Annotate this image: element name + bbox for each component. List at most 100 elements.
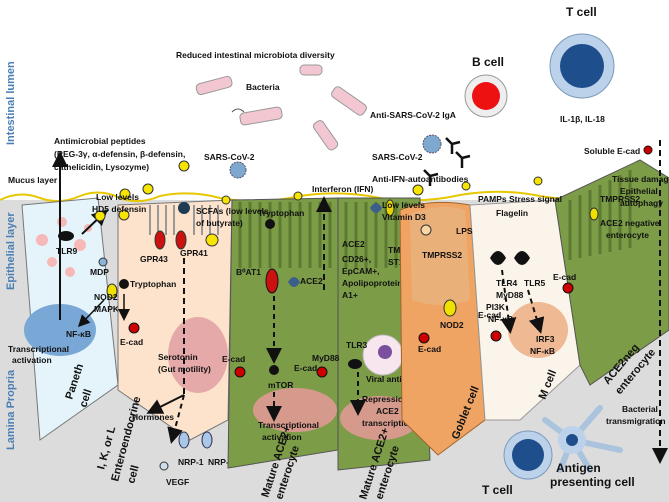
label-soluble-ecad: Soluble E-cad [584, 146, 640, 156]
arrow-tlr4-irf3 [500, 269, 517, 334]
label-microbiota: Reduced intestinal microbiota diversity [176, 50, 335, 60]
arrow-nod2-nfkb [77, 299, 105, 328]
label-tlr4: TLR4 [496, 278, 518, 288]
label-viral: Viral antigen [366, 374, 417, 384]
label-tlr5: TLR5 [524, 278, 546, 288]
label-b-cell: B cell [472, 55, 504, 69]
label-myd88: MyD88 [312, 353, 340, 363]
label-mature1-trans2: activation [262, 432, 302, 442]
label-mature1-ecad: E-cad [222, 354, 245, 364]
label-tlr3: TLR3 [346, 340, 368, 350]
label-tissue3: autophagy [620, 198, 663, 208]
label-mature2-ecad-a: E-cad [294, 363, 317, 373]
label-bacteria: Bacteria [246, 82, 280, 92]
label-nrp2: NRP-2 [208, 457, 234, 467]
ace2-receptor-2 [370, 203, 382, 213]
label-ee-tryptophan: Tryptophan [130, 279, 176, 289]
tlr9-receptor [58, 231, 74, 241]
gpr43-receptor [154, 230, 166, 250]
vegf-dot [159, 461, 169, 471]
label-bacterial1: Bacterial [622, 404, 658, 414]
label-il: IL-1β, IL-18 [560, 114, 605, 124]
label-amp3: cathelicidin, Lysozyme) [54, 162, 149, 172]
label-vitd2: Vitamin D3 [382, 212, 426, 222]
label-rep2: ACE2 [376, 406, 399, 416]
tmprss2-top-marker [589, 207, 599, 221]
label-anti-ifn: Anti-IFN-autoantibodies [372, 174, 469, 184]
label-vegf: VEGF [166, 477, 189, 487]
tlr3-receptor [348, 359, 362, 369]
nod2-receptor [106, 283, 118, 299]
tryptophan-dot [265, 219, 275, 229]
tlr4-receptor [490, 251, 506, 265]
label-mature1-trans1: Transcriptional [258, 420, 319, 430]
label-mc-myd88: MyD88 [496, 290, 524, 300]
label-markers3: Apolipoprotein [342, 278, 402, 288]
tlr5-receptor [514, 251, 530, 265]
b-cell-nucleus [472, 82, 500, 110]
label-gpr43: GPR43 [140, 254, 168, 264]
label-scfa1: SCFAs (low levels [196, 206, 269, 216]
label-nfkb: NF-κB [66, 329, 91, 339]
nrp2-receptor [201, 431, 213, 449]
scfa-ligand [178, 202, 190, 214]
label-tmprss2-top: TMPRSS2 [600, 194, 640, 204]
label-goblet-nod2: NOD2 [440, 320, 464, 330]
region-lumen: Intestinal lumen [5, 61, 17, 145]
neg-ecad-dot [562, 282, 574, 294]
label-st14: ST14 [388, 257, 409, 267]
goblet-nod2 [443, 299, 457, 317]
t-cell-top-nucleus [560, 44, 604, 88]
soluble-ecad-dot [643, 145, 653, 155]
label-gpr41: GPR41 [180, 248, 208, 258]
label-rep1: Repression of [362, 394, 419, 404]
mcell-ecad-dot [490, 330, 502, 342]
ace2neg-enterocyte [554, 159, 669, 386]
mucus-dots [119, 176, 543, 205]
vitd-dot [420, 224, 432, 236]
label-mc-nfkb2: NF-κB [530, 346, 555, 356]
label-t-cell-bottom: T cell [482, 483, 513, 497]
bacteria-group [195, 64, 367, 151]
label-flagelin: Flagelin [496, 208, 528, 218]
ee-name3: cell [125, 464, 141, 485]
label-neg2: enterocyte [606, 230, 649, 240]
label-nod2: NOD2 [94, 292, 118, 302]
apc-nucleus [566, 434, 578, 446]
label-lps: LPS [456, 226, 473, 236]
label-mcell-ecad: E-cad [478, 310, 501, 320]
label-mapk: MAPK [94, 304, 120, 314]
mdp-ligand [98, 257, 108, 267]
paneth-name2: cell [77, 388, 94, 409]
boat1-transporter [265, 268, 279, 294]
tmprss4-protease [385, 199, 395, 217]
ace2-receptor-1 [288, 277, 300, 287]
arrow-tlr5-nfkb [527, 289, 545, 334]
label-neg-ecad: E-cad [553, 272, 576, 282]
label-markers1: CD26+, [342, 254, 371, 264]
label-sars-left: SARS-CoV-2 [204, 152, 255, 162]
label-hd5-1: Low levels [96, 192, 139, 202]
label-bacterial2: transmigration [606, 416, 666, 426]
sars-virus-left [229, 161, 247, 179]
label-hormones: Hormones [132, 412, 174, 422]
label-scfa2: of butyrate) [196, 218, 243, 228]
label-amp2: (REG-3γ, α-defensin, β-defensin, [54, 149, 185, 159]
nrp1-receptor [178, 431, 190, 449]
label-nrp1: NRP-1 [178, 457, 204, 467]
label-ee-ecad: E-cad [120, 337, 143, 347]
label-hd5-2: HD5 defensin [92, 204, 146, 214]
label-pamps: PAMPs Stress signal [478, 194, 562, 204]
mature1-ecad-dot [234, 366, 246, 378]
label-mtor: mTOR [268, 380, 293, 390]
ee-tryptophan-dot [119, 279, 129, 289]
label-t-cell-top: T cell [566, 5, 597, 19]
label-interferon: Interferon (IFN) [312, 184, 374, 194]
arrow-to-hormones [146, 394, 185, 414]
label-ace2-1: ACE2 [300, 276, 323, 286]
label-markers4: A1+ [342, 290, 358, 300]
hd5-dots [94, 160, 190, 222]
label-tissue2: Epithelial [620, 186, 658, 196]
